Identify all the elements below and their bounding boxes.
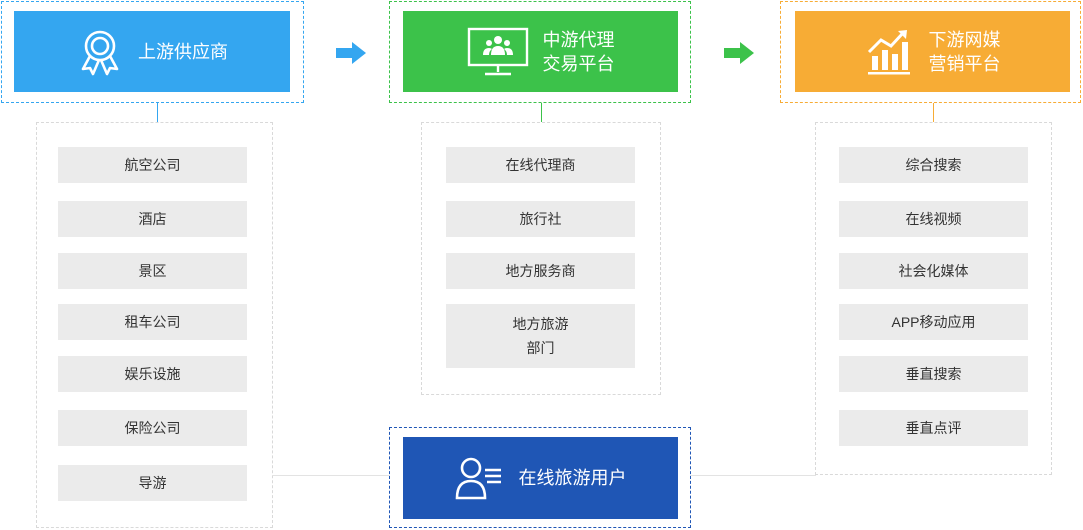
list-item: 娱乐设施 bbox=[58, 356, 247, 392]
midstream-title-line2: 交易平台 bbox=[542, 53, 615, 74]
downstream-title-line2: 营销平台 bbox=[928, 53, 1001, 74]
users-title: 在线旅游用户 bbox=[518, 468, 627, 488]
upstream-header: 上游供应商 bbox=[14, 11, 290, 92]
list-item: 景区 bbox=[58, 253, 247, 289]
midstream-title-line1: 中游代理 bbox=[542, 29, 615, 50]
users-frame bbox=[389, 427, 691, 528]
downstream-title-line1: 下游网媒 bbox=[928, 29, 1001, 50]
upstream-frame bbox=[1, 1, 304, 103]
list-item: 社会化媒体 bbox=[839, 253, 1028, 289]
list-item: 航空公司 bbox=[58, 147, 247, 183]
downstream-header: 下游网媒 营销平台 bbox=[795, 11, 1070, 92]
list-item-line: 地方旅游 bbox=[512, 316, 569, 332]
list-item: 在线代理商 bbox=[446, 147, 635, 183]
list-item: 酒店 bbox=[58, 201, 247, 237]
list-item: 保险公司 bbox=[58, 410, 247, 446]
midstream-header: 中游代理 交易平台 bbox=[403, 11, 678, 92]
midstream-connector bbox=[541, 103, 542, 123]
list-item: 综合搜索 bbox=[839, 147, 1028, 183]
downstream-frame bbox=[780, 1, 1081, 103]
midstream-frame bbox=[389, 1, 691, 103]
list-item: 旅行社 bbox=[446, 201, 635, 237]
users-header: 在线旅游用户 bbox=[403, 437, 678, 519]
list-item: 地方旅游 部门 bbox=[446, 304, 635, 368]
upstream-connector bbox=[157, 103, 158, 123]
list-item: 地方服务商 bbox=[446, 253, 635, 289]
list-item: 导游 bbox=[58, 465, 247, 501]
users-connector-right bbox=[690, 475, 816, 476]
list-item-line: 部门 bbox=[526, 340, 555, 356]
list-item: APP移动应用 bbox=[839, 304, 1028, 340]
list-item: 垂直搜索 bbox=[839, 356, 1028, 392]
arrow-right-icon bbox=[724, 42, 754, 69]
upstream-title: 上游供应商 bbox=[138, 41, 228, 62]
list-item: 租车公司 bbox=[58, 304, 247, 340]
monitor-group-icon bbox=[467, 27, 529, 77]
users-connector-left bbox=[273, 475, 390, 476]
growth-chart-icon bbox=[865, 28, 913, 76]
downstream-connector bbox=[933, 103, 934, 123]
list-item: 在线视频 bbox=[839, 201, 1028, 237]
user-list-icon bbox=[455, 456, 503, 500]
list-item: 垂直点评 bbox=[839, 410, 1028, 446]
award-ribbon-icon bbox=[76, 28, 124, 76]
arrow-right-icon bbox=[336, 42, 366, 69]
